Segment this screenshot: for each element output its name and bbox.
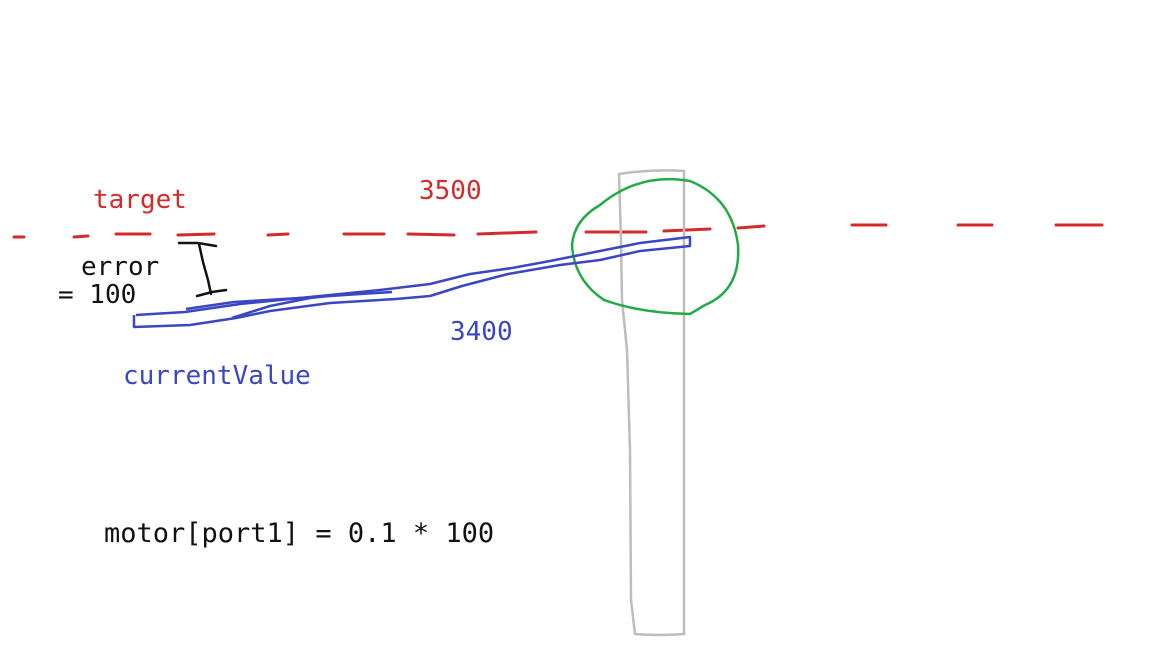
gray-vertical-box [617, 169, 686, 637]
motor-formula: motor[port1] = 0.1 * 100 [104, 518, 495, 549]
target-value-label: 3500 [419, 176, 482, 206]
current-value-curve [132, 235, 692, 329]
current-value-label: currentValue [123, 361, 311, 391]
highlight-circle [570, 177, 740, 316]
target-dashed-line [12, 223, 1104, 239]
current-value-number: 3400 [450, 317, 513, 347]
error-bracket [177, 241, 228, 298]
error-value-label: = 100 [58, 280, 137, 310]
target-label: target [93, 185, 187, 215]
error-label: error [81, 252, 160, 282]
